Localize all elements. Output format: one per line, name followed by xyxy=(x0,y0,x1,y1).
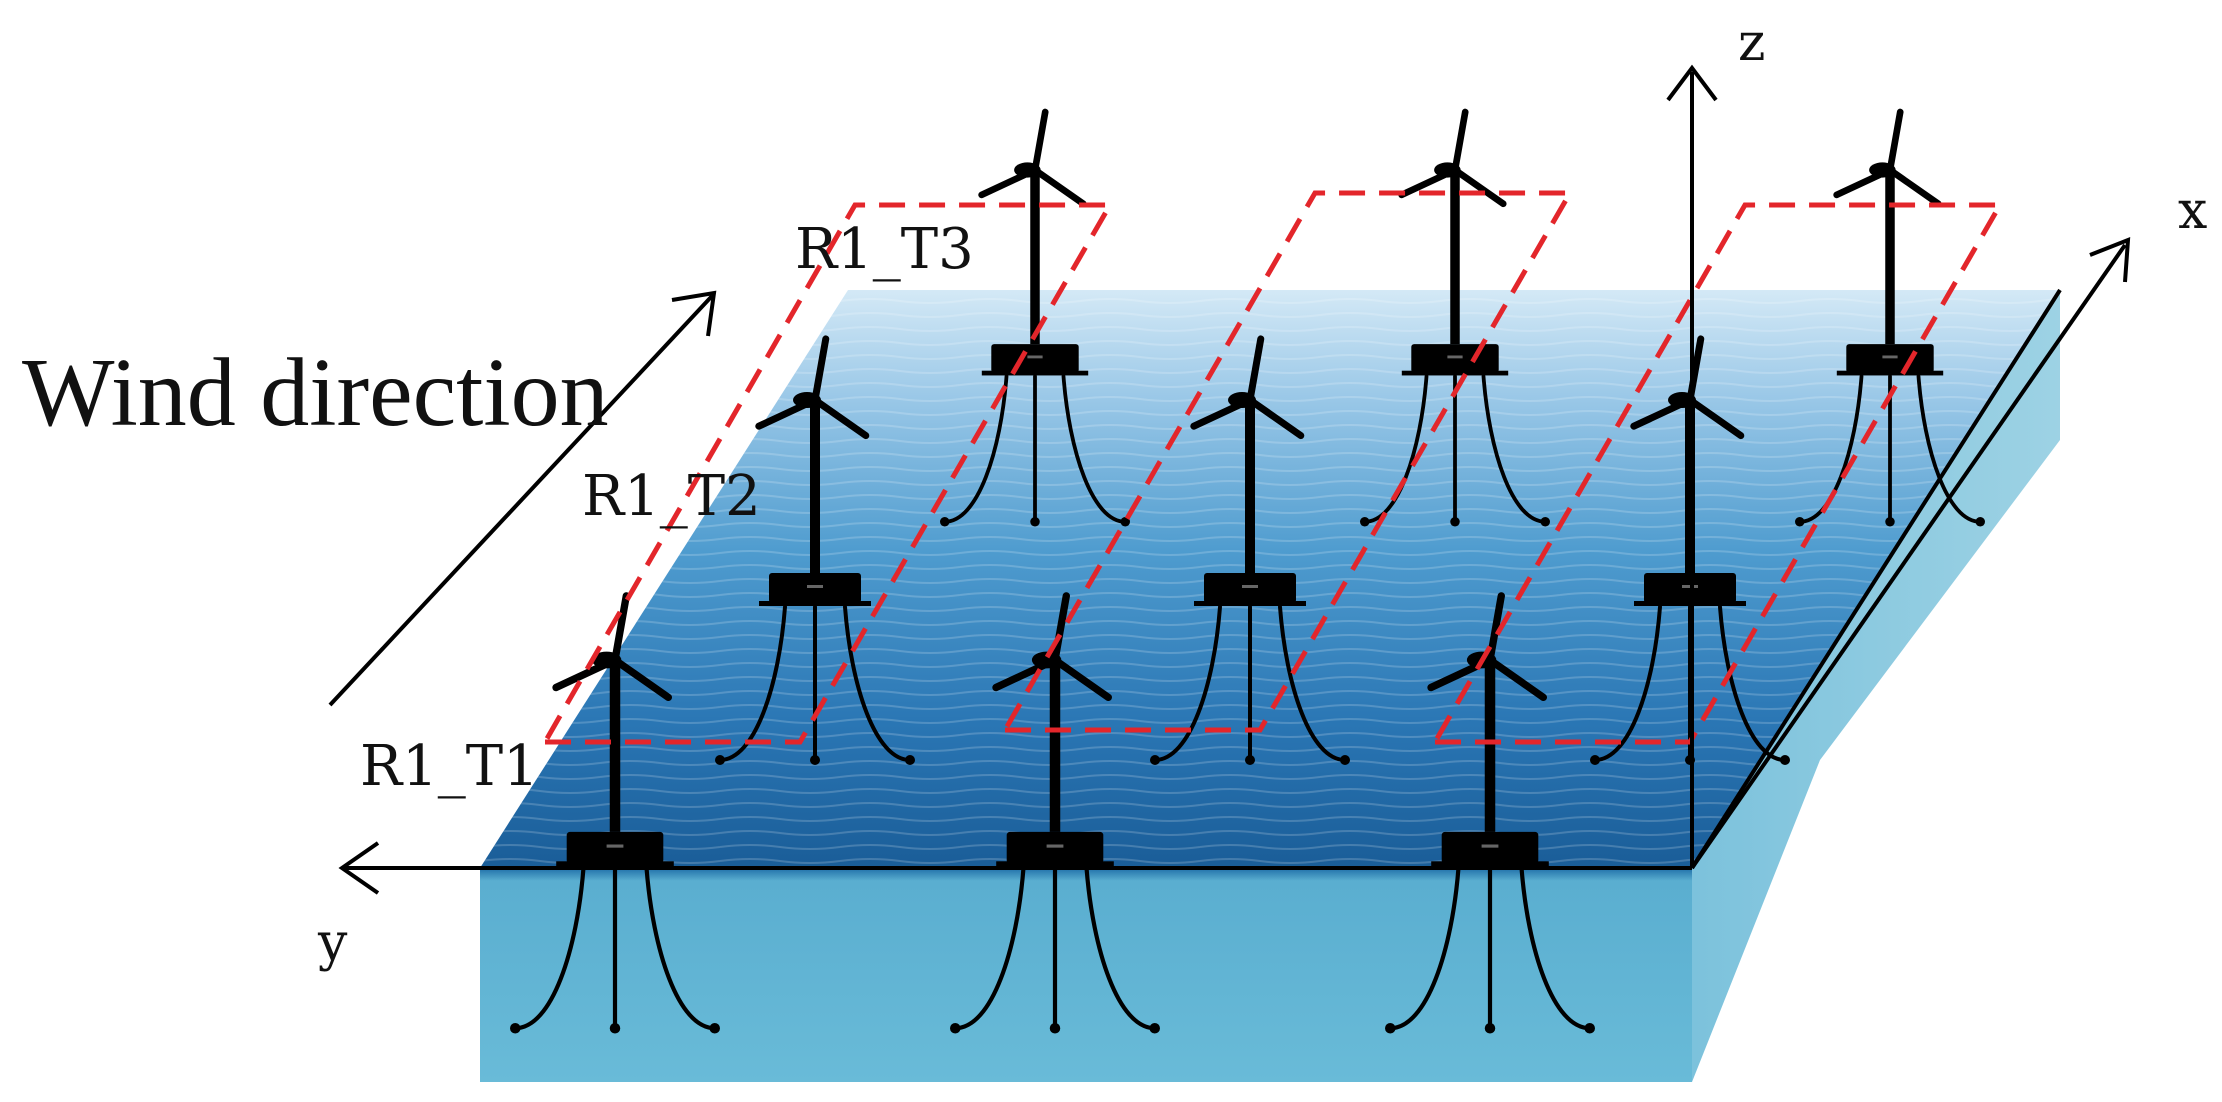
wind-arrow-head xyxy=(671,290,717,337)
wind-direction-arrow xyxy=(328,290,717,707)
floating-wind-turbine-icon xyxy=(715,335,915,765)
mooring-line-icon xyxy=(1360,374,1550,527)
wind-arrow-line xyxy=(328,294,714,707)
turbine-label-r1-t2: R1_T2 xyxy=(582,464,761,529)
y-axis-arrowhead xyxy=(338,841,380,895)
z-axis-arrowhead xyxy=(1666,64,1718,102)
dashed-region-3 xyxy=(1430,202,2005,745)
dashed-region-1 xyxy=(540,202,1115,745)
axes xyxy=(338,64,2131,895)
turbine-label-r1-t3: R1_T3 xyxy=(795,217,974,282)
floating-wind-turbine-icon xyxy=(950,592,1160,1034)
mooring-line-icon xyxy=(940,374,1130,527)
mooring-line-icon xyxy=(1150,605,1350,765)
x-axis-label: x xyxy=(2178,181,2207,241)
slab-side-face xyxy=(1692,290,2060,1082)
turbine-array xyxy=(510,108,1985,1034)
floating-wind-turbine-icon xyxy=(510,592,720,1034)
dashed-regions xyxy=(540,190,2005,745)
x-axis-arrowhead xyxy=(2089,236,2131,283)
mooring-line-icon xyxy=(510,865,720,1034)
z-axis-label: z xyxy=(1738,13,1765,73)
floating-wind-turbine-icon xyxy=(940,108,1130,527)
slab-front-face xyxy=(480,868,1692,1082)
x-axis-line xyxy=(1690,243,2127,870)
slab-right-edge xyxy=(1690,288,2062,870)
y-axis-label: y xyxy=(317,913,348,973)
mooring-line-icon xyxy=(950,865,1160,1034)
floating-wind-turbine-icon xyxy=(1360,108,1550,527)
dashed-region-2 xyxy=(1000,190,1575,733)
floating-wind-turbine-icon xyxy=(1150,335,1350,765)
sea-slab xyxy=(480,288,2062,1082)
mooring-line-icon xyxy=(1385,865,1595,1034)
floating-wind-turbine-icon xyxy=(1795,108,1985,527)
mooring-line-icon xyxy=(715,605,915,765)
turbine-label-r1-t1: R1_T1 xyxy=(360,734,539,799)
wind-direction-label: Wind direction xyxy=(22,339,609,447)
